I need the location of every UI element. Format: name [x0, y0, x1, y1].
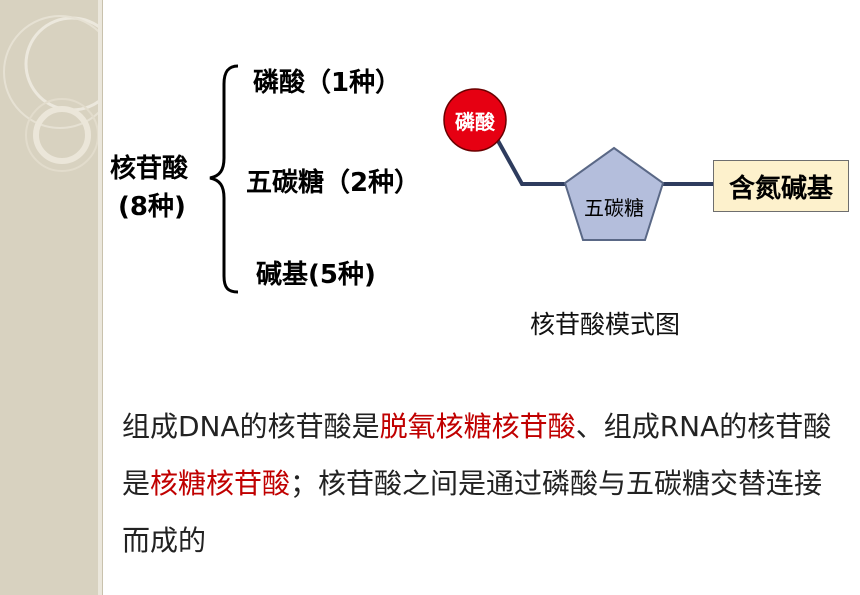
branch-sugar: 五碳糖（2种） — [246, 168, 421, 198]
explanation-paragraph: 组成DNA的核苷酸是脱氧核糖核苷酸、组成RNA的核苷酸是核糖核苷酸；核苷酸之间是… — [122, 398, 842, 569]
curly-brace — [209, 64, 239, 294]
phosphate-circle-shape — [443, 88, 507, 152]
paragraph-part3: ；核苷酸之间是通过磷酸与五碳糖交替连接而成的 — [122, 467, 823, 557]
base-label: 含氮碱基 — [728, 173, 833, 204]
nitrogenous-base-box: 含氮碱基 — [713, 160, 849, 212]
sidebar-rings-decoration — [3, 15, 98, 172]
sugar-pentagon-shape — [563, 146, 665, 241]
highlight-deoxyribonucleotide: 脱氧核糖核苷酸 — [379, 410, 576, 443]
paragraph-part2: 、组成RNA的核苷酸是 — [122, 410, 832, 500]
phosphate-label: 磷酸 — [455, 109, 495, 134]
decorative-sidebar — [0, 0, 98, 595]
branch-phosphate: 磷酸（1种） — [253, 68, 402, 98]
branch-base: 碱基(5种) — [256, 260, 376, 290]
sugar-label: 五碳糖 — [584, 195, 644, 220]
root-count: (8种) — [118, 192, 186, 222]
highlight-ribonucleotide: 核糖核苷酸 — [150, 467, 291, 500]
phosphate-sugar-bond — [495, 138, 572, 186]
sidebar-divider-shadow — [102, 0, 103, 595]
root-label: 核苷酸 — [110, 154, 189, 184]
model-caption: 核苷酸模式图 — [530, 310, 681, 339]
sidebar-divider — [98, 0, 102, 595]
paragraph-part1: 组成DNA的核苷酸是 — [122, 410, 380, 443]
